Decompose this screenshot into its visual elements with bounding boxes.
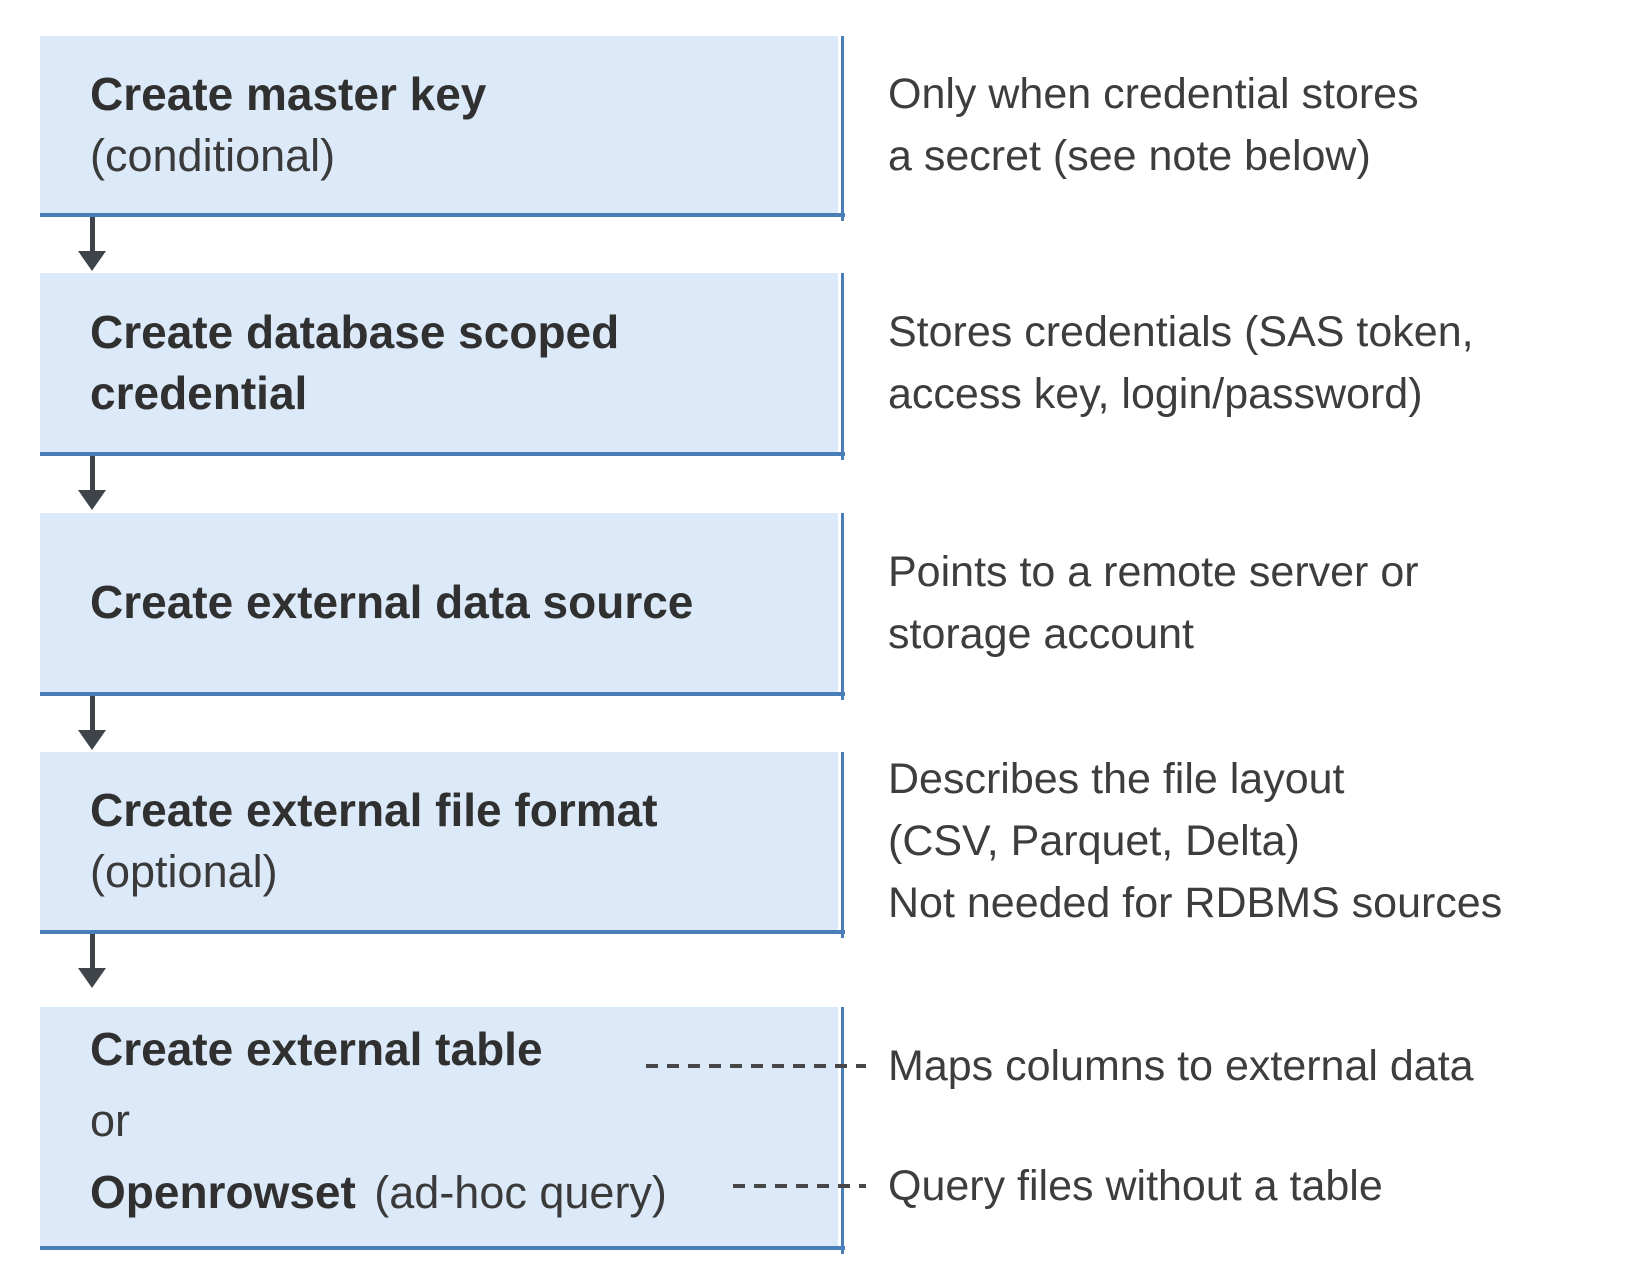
flow-arrow-2 — [78, 456, 106, 510]
annotation-openrowset: Query files without a table — [888, 1156, 1383, 1216]
annotation-external-table: Maps columns to external data — [888, 1036, 1474, 1096]
box-qualifier: (conditional) — [90, 129, 336, 181]
dashed-connector-external-table — [646, 1064, 866, 1068]
annotation-line: a secret (see note below) — [888, 131, 1371, 180]
annotation-line: Only when credential stores — [888, 69, 1419, 118]
annotation-external-data-source: Points to a remote server or storage acc… — [888, 513, 1419, 692]
annotation-line: Points to a remote server or — [888, 547, 1419, 596]
flow-arrow-4 — [78, 934, 106, 988]
annotation-line: Not needed for RDBMS sources — [888, 879, 1503, 927]
annotation-line: access key, login/password) — [888, 369, 1423, 418]
box-line-openrowset: Openrowset (ad-hoc query) — [90, 1162, 822, 1234]
box-line-conjunction: or — [90, 1091, 822, 1162]
box-title: Create master key — [90, 67, 487, 120]
flow-box-create-external-data-source: Create external data source — [40, 513, 845, 700]
flow-arrow-3 — [78, 696, 106, 750]
annotation-line: Stores credentials (SAS token, — [888, 307, 1474, 356]
annotation-database-scoped-credential: Stores credentials (SAS token, access ke… — [888, 273, 1474, 452]
box-title: Create external data source — [90, 576, 694, 628]
arrow-stem — [89, 934, 95, 968]
arrow-head-icon — [78, 490, 106, 510]
arrow-stem — [89, 456, 95, 490]
annotation-line: Describes the file layout — [888, 755, 1345, 803]
box-title: Create external file format — [90, 784, 658, 836]
box-conjunction: or — [90, 1095, 131, 1146]
annotation-line: Query files without a table — [888, 1162, 1383, 1210]
flow-box-create-database-scoped-credential: Create database scoped credential — [40, 273, 845, 460]
box-title: Create database scoped — [90, 305, 620, 358]
flow-box-create-external-file-format: Create external file format (optional) — [40, 752, 845, 938]
annotation-line: storage account — [888, 609, 1194, 658]
arrow-head-icon — [78, 730, 106, 750]
arrow-head-icon — [78, 251, 106, 271]
annotation-line: Maps columns to external data — [888, 1042, 1474, 1090]
box-qualifier: (ad-hoc query) — [374, 1167, 667, 1218]
box-title: Create external table — [90, 1023, 543, 1075]
arrow-head-icon — [78, 968, 106, 988]
arrow-stem — [89, 696, 95, 730]
box-line-external-table: Create external table — [90, 1019, 822, 1091]
annotation-master-key: Only when credential stores a secret (se… — [888, 36, 1419, 213]
annotation-line: (CSV, Parquet, Delta) — [888, 817, 1300, 865]
flow-arrow-1 — [78, 217, 106, 271]
dashed-connector-openrowset — [733, 1184, 866, 1188]
box-title: Openrowset — [90, 1166, 356, 1218]
box-qualifier: (optional) — [90, 846, 278, 897]
flow-box-create-master-key: Create master key (conditional) — [40, 36, 845, 221]
flow-box-create-external-table-or-openrowset: Create external table or Openrowset (ad-… — [40, 1007, 845, 1254]
box-title: credential — [90, 366, 308, 419]
annotation-external-file-format: Describes the file layout (CSV, Parquet,… — [888, 752, 1502, 930]
arrow-stem — [89, 217, 95, 251]
